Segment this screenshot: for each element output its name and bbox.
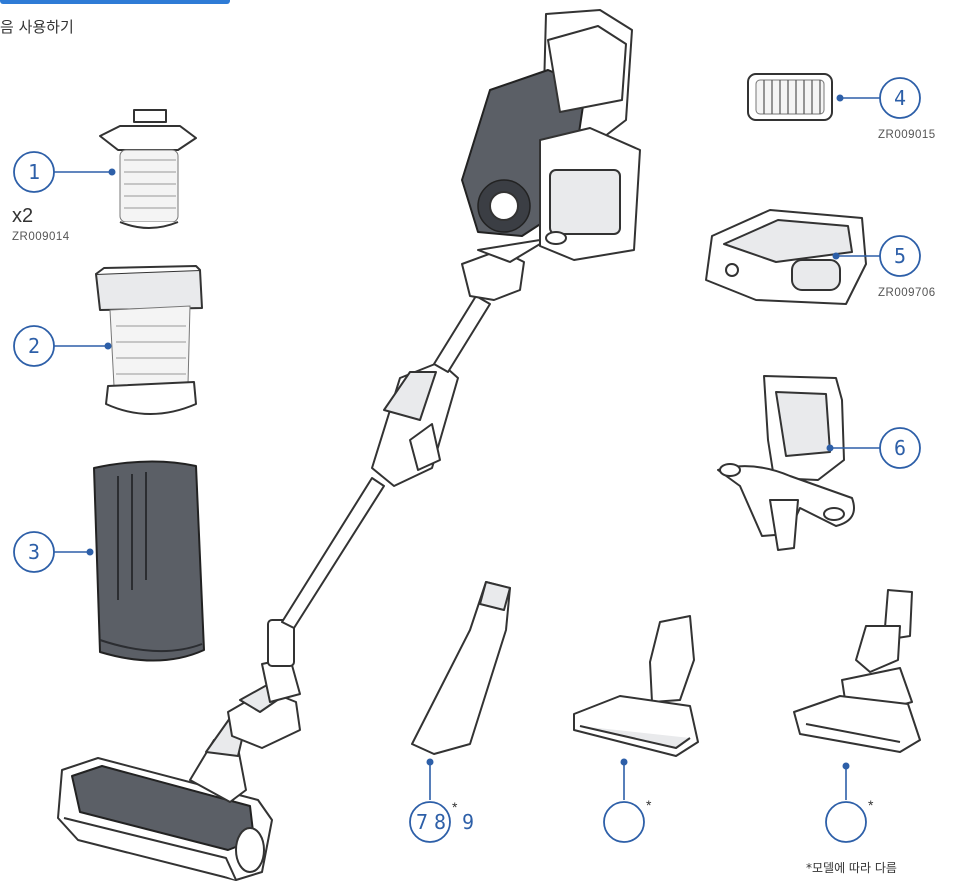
vacuum-illustration	[57, 9, 641, 881]
page-subtitle: 음 사용하기	[0, 18, 74, 36]
tube-joint	[371, 361, 459, 487]
callout-2: 2	[13, 325, 112, 367]
callout-blank-1-asterisk: *	[646, 797, 652, 813]
callout-2-number: 2	[28, 334, 40, 358]
callout-5: 5	[832, 235, 921, 277]
callout-blank-2-asterisk: *	[868, 797, 874, 813]
main-body	[461, 9, 641, 301]
callout-5-number: 5	[894, 244, 906, 268]
callout-9-number: 9	[462, 810, 474, 834]
upper-tube	[433, 295, 491, 373]
part-battery-5	[705, 209, 867, 305]
section-heading-cut-off	[0, 0, 230, 4]
part-filter-4	[747, 73, 833, 121]
callout-4: 4	[836, 77, 921, 119]
callout-6: 6	[826, 427, 921, 469]
callout-1-quantity: x2	[12, 205, 33, 227]
upholstery-tool	[573, 615, 699, 757]
part-filter-2	[95, 265, 203, 415]
lower-neck	[227, 619, 301, 749]
lower-tube	[281, 477, 385, 629]
footnote: *모델에 따라 다름	[806, 861, 897, 875]
callout-6-number: 6	[894, 436, 906, 460]
callout-1-number: 1	[28, 160, 40, 184]
callout-5-part-code: ZR009706	[878, 287, 936, 299]
mini-turbo-tool	[793, 589, 921, 753]
callout-7-8-9: 7 8 * 9	[409, 758, 474, 843]
callout-4-number: 4	[894, 86, 906, 110]
callout-3-number: 3	[28, 540, 40, 564]
callout-7-asterisk: *	[452, 799, 458, 815]
callout-3: 3	[13, 531, 94, 573]
part-cover-3	[93, 460, 205, 662]
callout-blank-2: *	[825, 762, 874, 843]
part-filter-1	[99, 109, 197, 229]
part-holder-6	[717, 375, 855, 551]
callout-8-number: 8	[434, 810, 446, 834]
callout-4-part-code: ZR009015	[878, 129, 936, 141]
callout-1-part-code: ZR009014	[12, 231, 70, 243]
callout-blank-1: *	[603, 758, 652, 843]
callout-1: 1	[13, 151, 116, 193]
callout-7-number: 7	[416, 810, 428, 834]
floor-brush-head	[57, 717, 273, 881]
crevice-tool	[411, 581, 511, 755]
